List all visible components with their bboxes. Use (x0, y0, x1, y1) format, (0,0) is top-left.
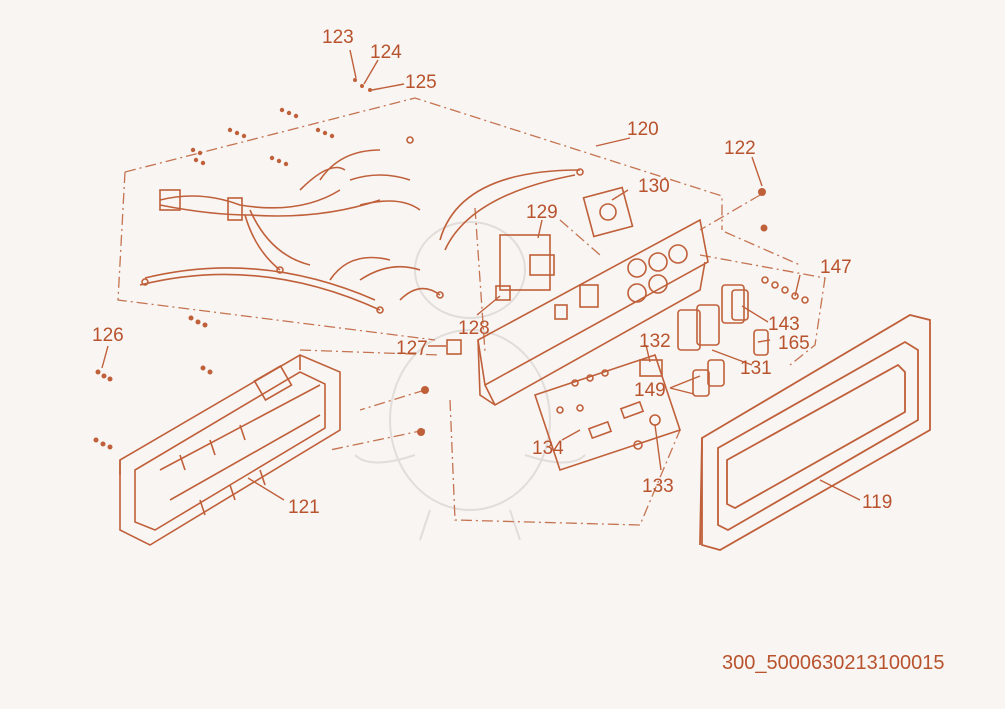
label-127: 127 (396, 338, 428, 359)
label-128: 128 (458, 318, 490, 339)
label-121: 121 (288, 497, 320, 518)
label-132: 132 (639, 331, 671, 352)
label-126: 126 (92, 325, 124, 346)
label-120: 120 (627, 119, 659, 140)
label-125: 125 (405, 72, 437, 93)
label-133: 133 (642, 476, 674, 497)
label-165: 165 (778, 333, 810, 354)
tray-121 (119, 354, 341, 546)
dashed-boundary-lines (117, 97, 826, 526)
screw-hardware (93, 78, 768, 450)
control-panel (477, 186, 709, 406)
receptacles (446, 276, 809, 397)
watermark-mascot (354, 221, 586, 541)
label-124: 124 (370, 42, 402, 63)
label-149: 149 (634, 380, 666, 401)
label-131: 131 (740, 358, 772, 379)
label-143: 143 (768, 314, 800, 335)
label-134: 134 (532, 438, 564, 459)
label-123: 123 (322, 27, 354, 48)
wire-harness (139, 136, 584, 314)
label-122: 122 (724, 138, 756, 159)
label-130: 130 (638, 176, 670, 197)
label-119: 119 (862, 492, 892, 513)
label-147: 147 (820, 257, 852, 278)
document-id: 300_5000630213100015 (722, 652, 945, 674)
label-129: 129 (526, 202, 558, 223)
front-bezel-119 (699, 314, 931, 551)
leader-lines (101, 49, 861, 501)
part-labels: 123 124 125 120 122 130 129 147 128 143 … (92, 27, 892, 518)
